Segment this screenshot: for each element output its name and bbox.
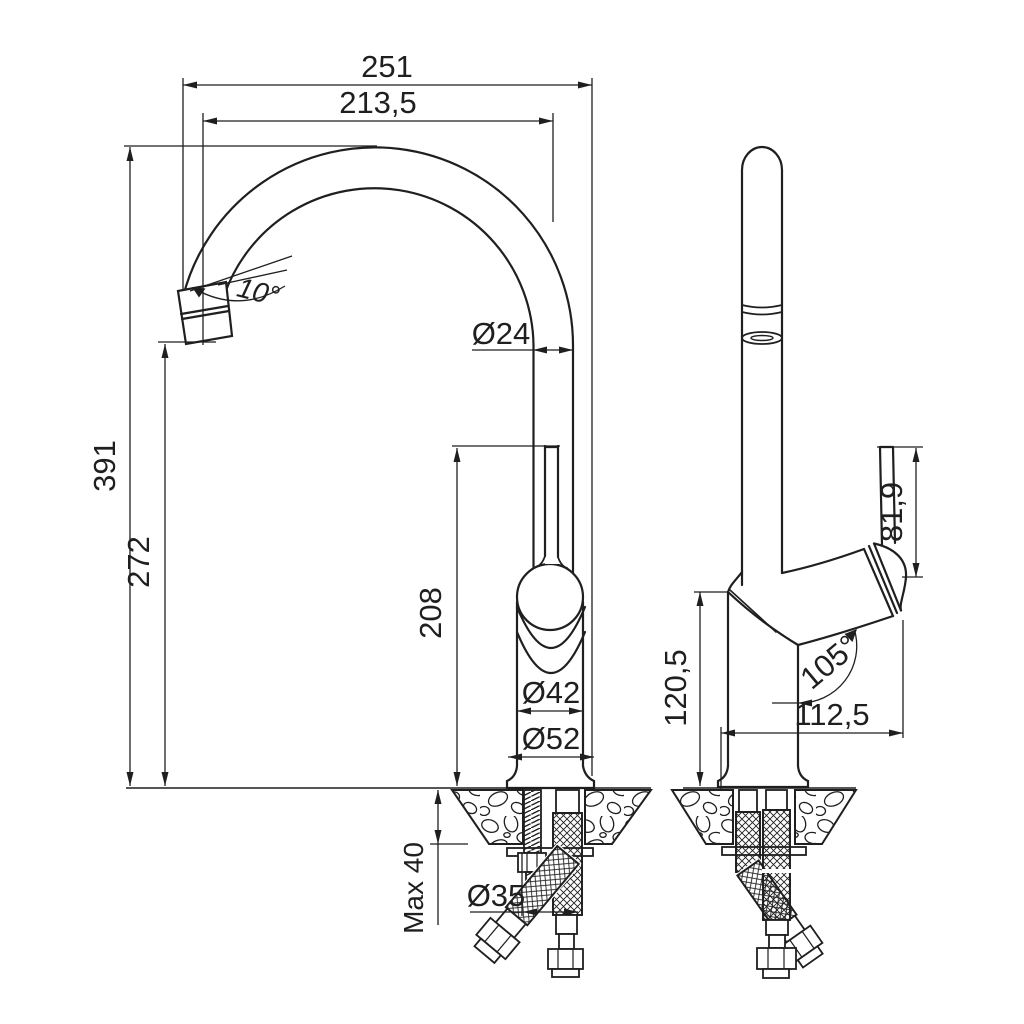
dim-spout-reach: 213,5 [339, 85, 417, 120]
lever-rod [543, 444, 560, 559]
side-hose-right [756, 789, 797, 979]
side-spout-tube [740, 145, 784, 587]
dim-overall-reach: 251 [361, 49, 413, 84]
side-countertop-right [794, 789, 858, 845]
spout-outer-arc [181, 146, 575, 347]
lever-ball-joint [515, 562, 585, 632]
dim-lever-length: 81,9 [874, 482, 909, 542]
dim-line-base-height [694, 591, 729, 786]
dim-line-lever-length [877, 446, 923, 578]
joint-ring-upper [515, 605, 587, 650]
dim-lever-height: 208 [413, 587, 448, 639]
dim-base-diameter: Ø52 [522, 721, 581, 756]
side-countertop-section [670, 787, 858, 845]
dim-hole-diameter: Ø35 [467, 878, 526, 913]
side-tip-band [741, 304, 783, 316]
front-countertop-section [126, 787, 653, 845]
dim-total-height: 391 [87, 440, 122, 492]
front-view-faucet-outline [176, 146, 596, 790]
dim-outlet-height: 272 [121, 536, 156, 588]
side-countertop-left [670, 789, 734, 845]
countertop-left [450, 789, 524, 845]
base-flange [505, 764, 596, 790]
side-mounting-hardware [721, 789, 824, 979]
dim-body-diameter: Ø42 [522, 675, 581, 710]
front-mounting-hardware [473, 789, 594, 978]
dim-line-outlet-height [158, 341, 216, 786]
dimension-lines [124, 78, 923, 925]
body-column [515, 600, 585, 768]
side-view-faucet-outline [716, 145, 908, 789]
dim-handle-angle: 105° [793, 628, 865, 696]
dim-tilt-angle: 10° [234, 272, 283, 312]
dim-spout-diameter: Ø24 [472, 316, 531, 351]
spout-down-tube [532, 343, 575, 577]
side-handle-housing [726, 542, 908, 647]
side-base-flange [716, 764, 810, 789]
spout-inner-arc [222, 187, 535, 347]
supply-hose-angled [473, 843, 582, 965]
dim-line-max-thickness [430, 790, 468, 925]
dim-line-tilt-angle [189, 255, 293, 302]
dim-line-total-height [124, 145, 377, 786]
dim-line-lever-height [452, 445, 560, 786]
side-aerator-seam [741, 331, 783, 345]
threaded-stud [523, 789, 542, 854]
joint-ring-lower [515, 630, 587, 675]
dim-line-spout-reach [202, 113, 554, 345]
dimension-arrowheads [126, 81, 920, 916]
aerator-tip [176, 280, 234, 346]
dim-line-handle-depth [720, 620, 904, 789]
dim-line-handle-angle [772, 631, 858, 704]
dim-max-thickness: Max 40 [398, 842, 429, 934]
dim-line-overall-reach [182, 78, 593, 776]
dim-base-height: 120,5 [658, 649, 693, 727]
countertop-right [584, 789, 653, 845]
dim-handle-depth: 112,5 [794, 697, 869, 732]
side-body-column [726, 590, 800, 768]
